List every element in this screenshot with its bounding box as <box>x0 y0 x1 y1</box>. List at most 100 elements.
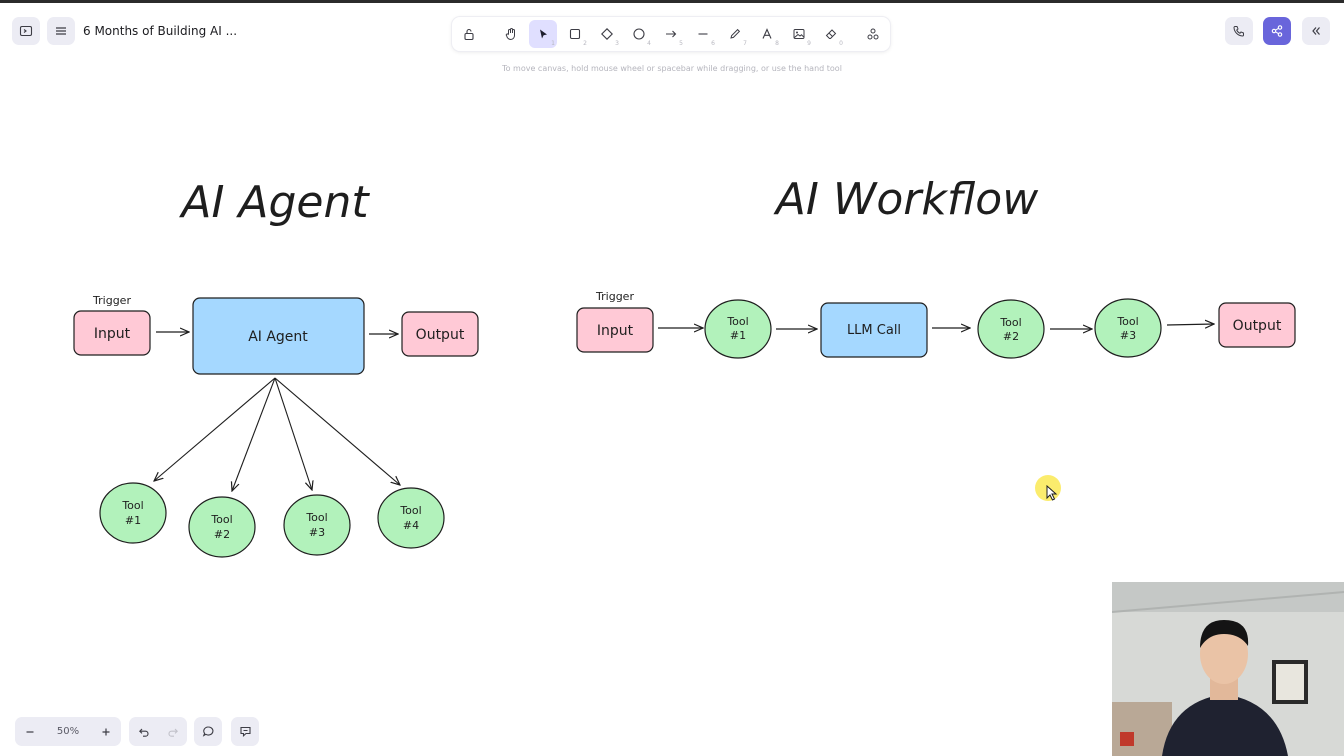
agent-tool-4-node[interactable]: Tool #4 <box>377 487 445 549</box>
workflow-input-label: Input <box>597 323 634 339</box>
workflow-trigger-label[interactable]: Trigger <box>595 290 634 303</box>
tool-label-line2: #4 <box>403 519 419 532</box>
workflow-llm-label: LLM Call <box>847 323 901 338</box>
diamond-icon <box>601 28 613 40</box>
agent-center-node[interactable]: AI Agent <box>192 297 365 375</box>
zoom-in-button[interactable] <box>91 717 121 746</box>
agent-diagram-title[interactable]: AI Agent <box>178 177 370 228</box>
workflow-tool-1-node[interactable]: Tool #1 <box>704 299 772 359</box>
live-collab-button[interactable] <box>1225 17 1253 45</box>
collapse-panel-button[interactable] <box>1302 17 1330 45</box>
image-icon <box>793 29 805 39</box>
workflow-input-node[interactable]: Input <box>576 307 654 353</box>
agent-arrow-to-tool-4[interactable] <box>274 377 400 485</box>
tool-label-line1: Tool <box>399 504 421 517</box>
tool-label-line1: Tool <box>305 511 327 524</box>
agent-tool-1-node[interactable]: Tool #1 <box>99 482 167 544</box>
shapes-more-icon <box>867 28 879 40</box>
main-menu-button[interactable] <box>47 17 75 45</box>
tool-label-line2: #3 <box>309 526 325 539</box>
history-controls <box>129 717 187 746</box>
canvas-hint-text: To move canvas, hold mouse wheel or spac… <box>502 64 842 73</box>
tool-shortcut-key: 8 <box>775 40 779 47</box>
hand-icon <box>505 28 515 41</box>
tool-draw[interactable]: 7 <box>721 20 749 48</box>
tool-selection[interactable]: 1 <box>529 20 557 48</box>
workflow-tool-3-node[interactable]: Tool #3 <box>1094 298 1162 358</box>
comments-button[interactable] <box>194 717 222 746</box>
document-title[interactable]: 6 Months of Building AI ... <box>83 24 238 38</box>
tool-ellipse[interactable]: 4 <box>625 20 653 48</box>
presentation-button[interactable] <box>231 717 259 746</box>
tool-label-line2: #3 <box>1120 329 1136 342</box>
rectangle-icon <box>569 28 581 40</box>
text-icon <box>762 28 772 39</box>
tool-label-line2: #2 <box>214 528 230 541</box>
mouse-cursor-icon <box>1046 485 1058 501</box>
unlock-icon <box>464 28 474 41</box>
tool-rectangle[interactable]: 2 <box>561 20 589 48</box>
tool-image[interactable]: 9 <box>785 20 813 48</box>
tool-line[interactable]: 6 <box>689 20 717 48</box>
chat-bubble-icon <box>202 726 213 737</box>
tool-label-line1: Tool <box>1116 315 1138 328</box>
agent-center-label: AI Agent <box>248 329 308 345</box>
phone-icon <box>1233 26 1244 37</box>
tool-lock[interactable] <box>455 20 483 48</box>
agent-tool-2-node[interactable]: Tool #2 <box>188 496 256 558</box>
plus-icon <box>102 728 110 735</box>
agent-input-node[interactable]: Input <box>73 310 151 356</box>
tool-label-line1: Tool <box>999 316 1021 329</box>
agent-output-node[interactable]: Output <box>401 311 479 357</box>
workflow-output-label: Output <box>1233 318 1282 334</box>
feedback-icon <box>239 726 251 738</box>
agent-output-label: Output <box>416 327 465 343</box>
agent-tool-3-node[interactable]: Tool #3 <box>283 494 351 556</box>
undo-icon <box>138 728 149 737</box>
tool-eraser[interactable]: 0 <box>817 20 845 48</box>
tool-label-line2: #1 <box>125 514 141 527</box>
tool-diamond[interactable]: 3 <box>593 20 621 48</box>
tool-shortcut-key: 5 <box>679 40 683 47</box>
tool-shortcut-key: 4 <box>647 40 651 47</box>
sidebar-toggle-button[interactable] <box>12 17 40 45</box>
agent-input-label: Input <box>94 326 131 342</box>
tool-label-line2: #1 <box>730 329 746 342</box>
agent-arrow-to-tool-1[interactable] <box>154 377 276 481</box>
redo-button[interactable] <box>158 717 187 746</box>
tool-more[interactable] <box>859 20 887 48</box>
tool-label-line1: Tool <box>121 499 143 512</box>
workflow-diagram-title[interactable]: AI Workflow <box>773 174 1039 225</box>
agent-arrow-to-tool-3[interactable] <box>274 377 312 490</box>
tool-shortcut-key: 6 <box>711 40 715 47</box>
tool-label-line1: Tool <box>726 315 748 328</box>
undo-button[interactable] <box>129 717 158 746</box>
zoom-out-button[interactable] <box>15 717 45 746</box>
shape-toolbar: 1 2 3 4 5 6 7 8 9 0 <box>452 17 890 51</box>
tool-text[interactable]: 8 <box>753 20 781 48</box>
tool-shortcut-key: 2 <box>583 40 587 47</box>
share-button[interactable] <box>1263 17 1291 45</box>
zoom-level[interactable]: 50% <box>56 726 80 737</box>
tool-label-line2: #2 <box>1003 330 1019 343</box>
window-top-edge <box>0 0 1344 3</box>
redo-icon <box>167 728 178 737</box>
tool-arrow[interactable]: 5 <box>657 20 685 48</box>
workflow-arrow-tool-3-to-output[interactable] <box>1166 324 1214 325</box>
workflow-tool-2-node[interactable]: Tool #2 <box>977 299 1045 359</box>
pointer-icon <box>540 29 547 39</box>
tool-hand[interactable] <box>497 20 525 48</box>
pencil-icon <box>730 28 741 39</box>
agent-trigger-label[interactable]: Trigger <box>92 294 131 307</box>
tool-shortcut-key: 0 <box>839 40 843 47</box>
presenter-video-feed <box>1112 582 1344 756</box>
share-icon <box>1271 25 1283 37</box>
ellipse-icon <box>633 28 645 40</box>
line-icon <box>698 33 708 35</box>
sidebar-icon <box>19 25 33 37</box>
eraser-icon <box>825 29 837 39</box>
agent-arrow-to-tool-2[interactable] <box>232 377 276 491</box>
workflow-llm-node[interactable]: LLM Call <box>820 302 928 358</box>
workflow-output-node[interactable]: Output <box>1218 302 1296 348</box>
